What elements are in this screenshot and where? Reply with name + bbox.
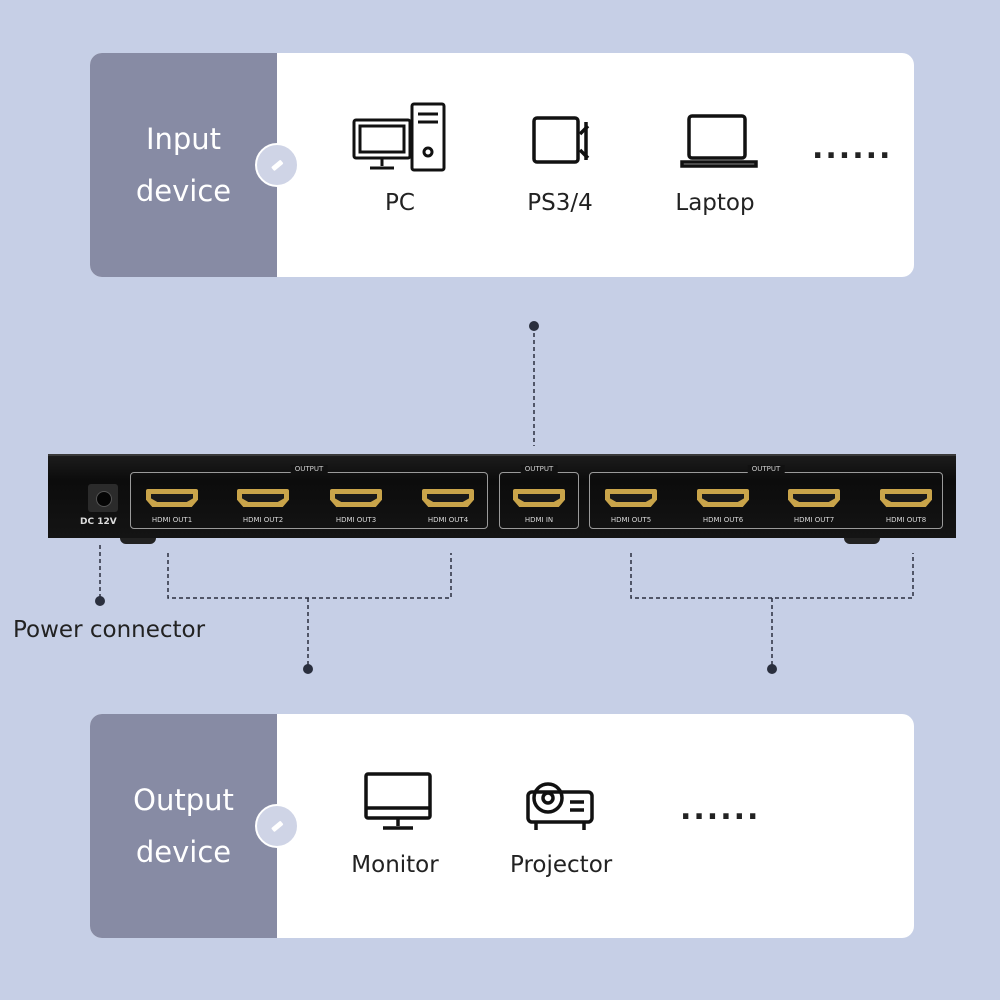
hdmi-port [422, 489, 474, 507]
input-item-ps: PS3/4 [510, 98, 610, 228]
output-item-monitor: Monitor [345, 762, 445, 892]
output-device-panel: Output device Monitor [90, 714, 914, 938]
output-device-title: Output device [90, 714, 277, 938]
input-item-label: Laptop [675, 190, 755, 216]
edit-badge-icon [255, 804, 299, 848]
port-label: HDMI OUT5 [610, 516, 652, 524]
hdmi-port [513, 489, 565, 507]
output-item-label: Projector [510, 852, 613, 878]
port-label: HDMI OUT2 [242, 516, 284, 524]
port-label: HDMI OUT7 [793, 516, 835, 524]
input-item-laptop: Laptop [665, 98, 765, 228]
laptop-icon [680, 114, 758, 168]
port-label: HDMI OUT4 [427, 516, 469, 524]
group-label: OUTPUT [747, 465, 785, 473]
hdmi-port [330, 489, 382, 507]
input-device-panel: Input device PC [90, 53, 914, 277]
power-connector-label: Power connector [13, 617, 206, 643]
edit-badge-icon [255, 143, 299, 187]
port-label: HDMI OUT3 [335, 516, 377, 524]
monitor-icon [364, 772, 432, 830]
output-item-projector: Projector [510, 762, 613, 892]
input-item-label: PC [385, 190, 415, 216]
dc-power-jack [88, 484, 118, 512]
output-more-ellipsis: ...... [680, 792, 761, 827]
group-label: OUTPUT [290, 465, 328, 473]
output-group-right: OUTPUT [589, 465, 943, 529]
hdmi-splitter-device: DC 12V OUTPUT OUTPUT OUTPUT HDMI OUT1 HD… [48, 454, 956, 544]
output-item-label: Monitor [351, 852, 439, 878]
hdmi-port [788, 489, 840, 507]
input-group: OUTPUT [499, 465, 579, 529]
hdmi-port [605, 489, 657, 507]
hdmi-port [237, 489, 289, 507]
input-device-title: Input device [90, 53, 277, 277]
input-title-line2: device [135, 174, 232, 208]
dc-label: DC 12V [80, 517, 117, 527]
hdmi-port [880, 489, 932, 507]
group-label: OUTPUT [520, 465, 558, 473]
input-more-ellipsis: ...... [812, 131, 893, 166]
port-label: HDMI OUT8 [885, 516, 927, 524]
game-console-icon [532, 116, 590, 164]
pc-icon [352, 102, 446, 172]
port-label: HDMI IN [524, 516, 554, 524]
port-label: HDMI OUT1 [151, 516, 193, 524]
output-title-line2: device [135, 835, 232, 869]
device-foot [844, 538, 880, 544]
input-title-line1: Input [145, 122, 222, 156]
input-item-pc: PC [350, 98, 450, 228]
projector-icon [526, 782, 594, 830]
input-item-label: PS3/4 [527, 190, 593, 216]
device-foot [120, 538, 156, 544]
output-title-line1: Output [133, 783, 234, 817]
output-group-left: OUTPUT [130, 465, 488, 529]
hdmi-port [697, 489, 749, 507]
hdmi-port [146, 489, 198, 507]
port-label: HDMI OUT6 [702, 516, 744, 524]
